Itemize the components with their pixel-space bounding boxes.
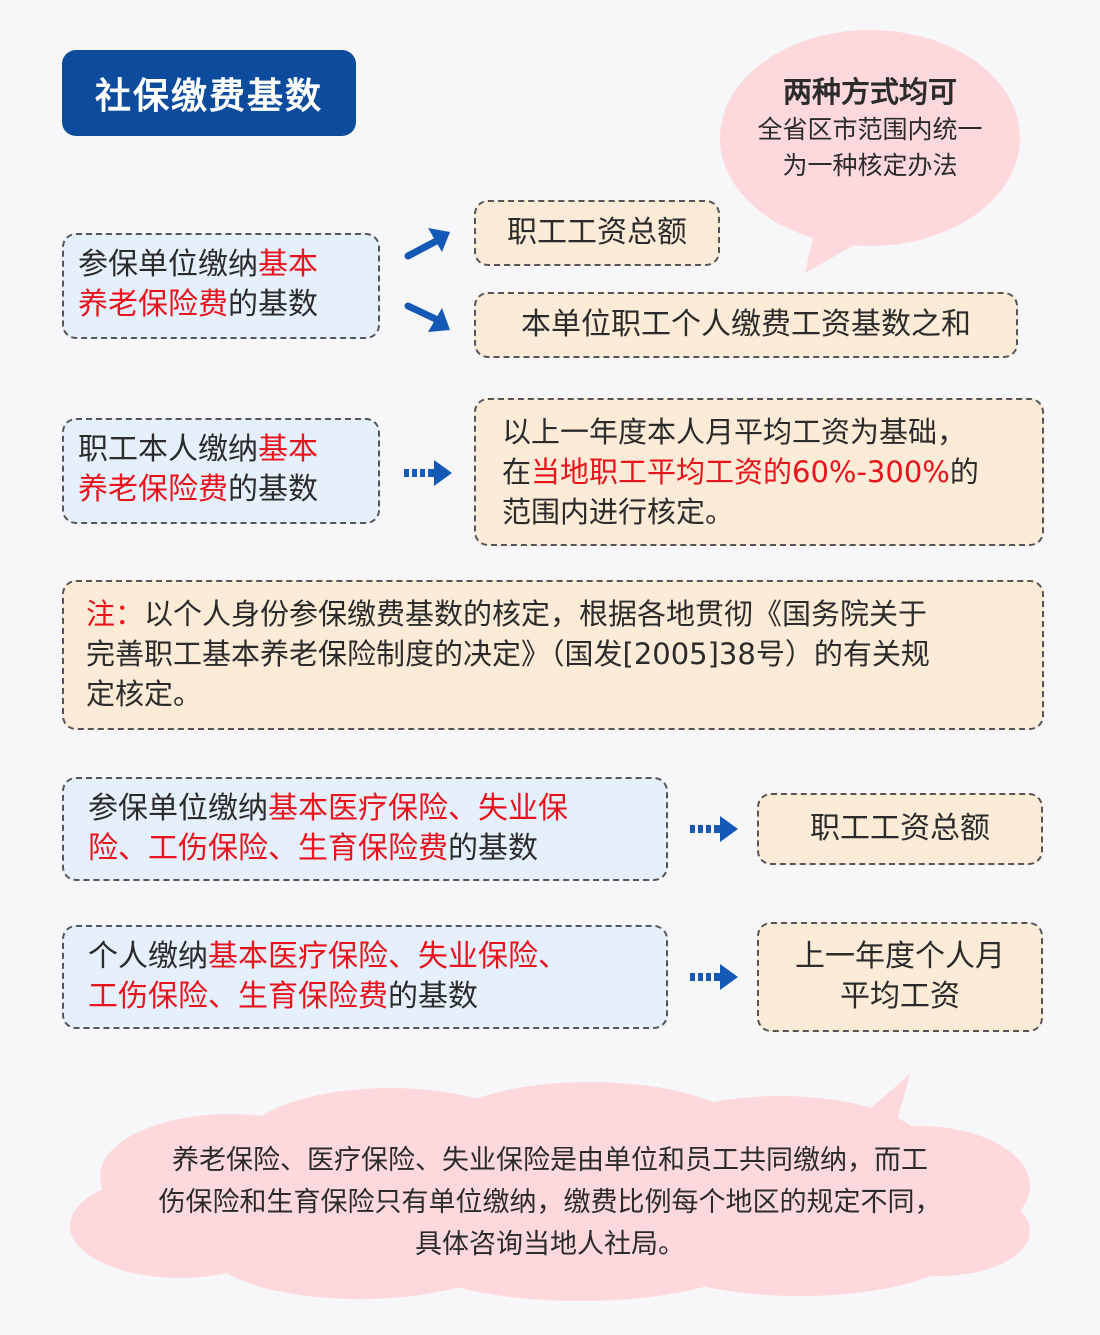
- row2-left-highlight-b: 养老保险费: [78, 472, 228, 507]
- row2-left-text: 职工本人缴纳: [78, 432, 258, 467]
- top-bubble-line2: 为一种核定办法: [782, 151, 958, 180]
- row1-left-text: 参保单位缴纳: [78, 247, 258, 282]
- row3-source-box: 参保单位缴纳基本医疗保险、失业保 险、工伤保险、生育保险费的基数: [62, 777, 668, 881]
- bottom-cloud-bubble: [70, 1074, 1030, 1301]
- bottom-bubble-line2: 伤保险和生育保险只有单位缴纳，缴费比例每个地区的规定不同，: [158, 1187, 942, 1218]
- note-line1: 以个人身份参保缴费基数的核定，根据各地贯彻《国务院关于: [144, 597, 928, 631]
- row2-target-box: 以上一年度本人月平均工资为基础， 在当地职工平均工资的60%-300%的 范围内…: [474, 398, 1044, 546]
- top-bubble-line1: 全省区市范围内统一: [757, 115, 983, 144]
- page-title: 社保缴费基数: [62, 50, 356, 136]
- row2-left-suffix: 的基数: [228, 472, 318, 507]
- row3-left-highlight-a: 基本医疗保险、失业保: [268, 791, 568, 826]
- note-line2: 完善职工基本养老保险制度的决定》（国发[2005]38号）的有关规: [86, 637, 930, 671]
- row2-left-highlight-a: 基本: [258, 432, 318, 467]
- top-bubble-content: 两种方式均可 全省区市范围内统一 为一种核定办法: [725, 72, 1015, 184]
- row3-left-highlight-b: 险、工伤保险、生育保险费: [88, 831, 448, 866]
- dotted-arrow-right-icon: [690, 964, 738, 990]
- row4-right-line2: 平均工资: [840, 979, 960, 1014]
- top-speech-bubble: [720, 30, 1020, 273]
- row1-left-highlight-a: 基本: [258, 247, 318, 282]
- row1-left-highlight-b: 养老保险费: [78, 287, 228, 322]
- dotted-arrow-right-icon: [690, 816, 738, 842]
- row4-left-highlight-b: 工伤保险、生育保险费: [88, 979, 388, 1014]
- row3-left-text: 参保单位缴纳: [88, 791, 268, 826]
- row2-right-post: 的: [949, 455, 979, 489]
- row4-left-text: 个人缴纳: [88, 939, 208, 974]
- row4-right-line1: 上一年度个人月: [795, 939, 1005, 974]
- row2-source-box: 职工本人缴纳基本 养老保险费的基数: [62, 418, 380, 524]
- note-label: 注：: [86, 597, 145, 631]
- row2-right-line3: 范围内进行核定。: [502, 495, 735, 529]
- note-box: 注：以个人身份参保缴费基数的核定，根据各地贯彻《国务院关于 完善职工基本养老保险…: [62, 580, 1044, 730]
- row1-option1-box: 职工工资总额: [474, 200, 720, 266]
- row4-left-suffix: 的基数: [388, 979, 478, 1014]
- row3-target-box: 职工工资总额: [757, 793, 1043, 865]
- row4-source-box: 个人缴纳基本医疗保险、失业保险、 工伤保险、生育保险费的基数: [62, 925, 668, 1029]
- arrow-up-right-icon: [404, 228, 450, 260]
- row1-option2-box: 本单位职工个人缴费工资基数之和: [474, 292, 1018, 358]
- row2-right-line1: 以上一年度本人月平均工资为基础，: [502, 415, 967, 449]
- note-line3: 定核定。: [86, 677, 203, 711]
- arrow-down-right-icon: [404, 302, 450, 332]
- dotted-arrow-right-icon: [404, 460, 452, 486]
- row1-left-suffix: 的基数: [228, 287, 318, 322]
- row3-left-suffix: 的基数: [448, 831, 538, 866]
- row4-left-highlight-a: 基本医疗保险、失业保险、: [208, 939, 568, 974]
- bottom-bubble-content: 养老保险、医疗保险、失业保险是由单位和员工共同缴纳，而工 伤保险和生育保险只有单…: [90, 1140, 1010, 1266]
- bottom-bubble-line1: 养老保险、医疗保险、失业保险是由单位和员工共同缴纳，而工: [172, 1145, 928, 1176]
- row4-target-box: 上一年度个人月 平均工资: [757, 922, 1043, 1032]
- row2-right-highlight: 当地职工平均工资的60%-300%: [531, 455, 950, 489]
- row2-right-pre: 在: [502, 455, 532, 489]
- row1-source-box: 参保单位缴纳基本 养老保险费的基数: [62, 233, 380, 339]
- top-bubble-heading: 两种方式均可: [782, 75, 957, 109]
- bottom-bubble-line3: 具体咨询当地人社局。: [415, 1229, 685, 1260]
